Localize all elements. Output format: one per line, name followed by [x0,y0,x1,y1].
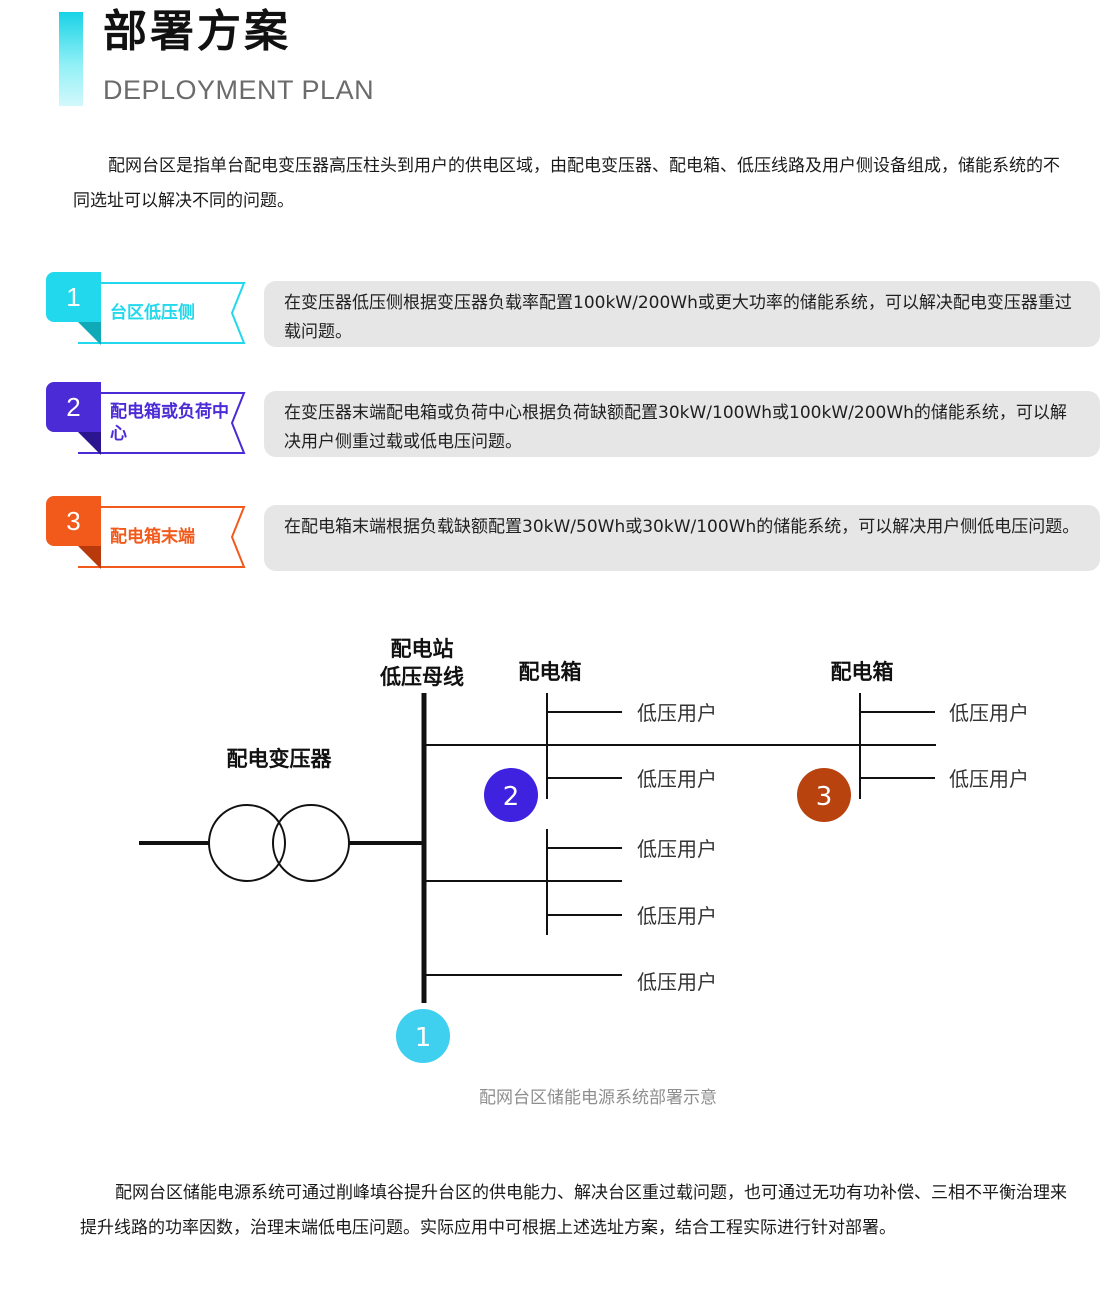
tag-fold [78,546,101,569]
distribution-box-label-2: 配电箱 [831,660,894,684]
user-label: 低压用户 [637,970,717,994]
marker-3-circle [797,768,851,822]
option-tag-label: 台区低压侧 [110,303,195,323]
user-label: 低压用户 [637,837,717,861]
option-tag: 配电箱末端 [74,506,250,568]
option-2: 配电箱或负荷中心 2 在变压器末端配电箱或负荷中心根据负荷缺额配置30kW/10… [46,382,1100,458]
marker-3-number: 3 [816,782,833,812]
option-3: 配电箱末端 3 在配电箱末端根据负载缺额配置30kW/50Wh或30kW/100… [46,496,1100,572]
marker-2-circle [484,768,538,822]
diagram-caption: 配网台区储能电源系统部署示意 [479,1088,717,1108]
distribution-box-label-1: 配电箱 [519,660,582,684]
option-description: 在变压器低压侧根据变压器负载率配置100kW/200Wh或更大功率的储能系统，可… [264,281,1100,347]
user-label: 低压用户 [637,767,717,791]
option-tag-label: 配电箱末端 [110,527,195,547]
user-label: 低压用户 [637,904,717,928]
bus-label-line2: 低压母线 [379,665,464,689]
option-number: 3 [46,496,101,546]
title-accent-bar [59,12,83,106]
option-tag: 配电箱或负荷中心 [74,392,250,454]
marker-1-number: 1 [415,1023,432,1053]
option-number: 2 [46,382,101,432]
tag-fold [78,432,101,455]
transformer-label: 配电变压器 [227,747,333,771]
user-label: 低压用户 [949,701,1029,725]
option-description: 在变压器末端配电箱或负荷中心根据负荷缺额配置30kW/100Wh或100kW/2… [264,391,1100,457]
option-tag: 台区低压侧 [74,282,250,344]
user-label: 低压用户 [637,701,717,725]
bus-label-line1: 配电站 [391,637,454,661]
option-number: 1 [46,272,101,322]
deployment-diagram: 配电站 低压母线 配电箱 配电箱 配电变压器 低压用户 低压用户 低压用户 低压… [139,637,1029,1063]
page-subtitle: DEPLOYMENT PLAN [103,75,375,105]
tag-fold [78,322,101,345]
marker-1-circle [396,1009,450,1063]
transformer-coil-left [208,804,286,882]
option-1: 台区低压侧 1 在变压器低压侧根据变压器负载率配置100kW/200Wh或更大功… [46,272,1100,348]
option-description: 在配电箱末端根据负载缺额配置30kW/50Wh或30kW/100Wh的储能系统，… [264,505,1100,571]
option-tag-label: 配电箱或负荷中心 [110,402,229,444]
intro-paragraph: 配网台区是指单台配电变压器高压柱头到用户的供电区域，由配电变压器、配电箱、低压线… [73,156,1060,211]
page-title: 部署方案 [103,6,291,57]
user-label: 低压用户 [949,767,1029,791]
marker-2-number: 2 [503,782,520,812]
closing-paragraph: 配网台区储能电源系统可通过削峰填谷提升台区的供电能力、解决台区重过载问题，也可通… [80,1183,1067,1238]
